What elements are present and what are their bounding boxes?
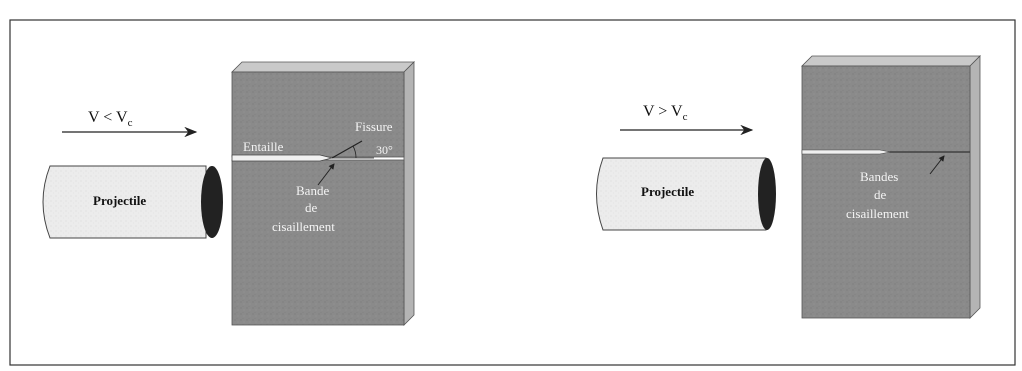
left-band-arrow (317, 163, 335, 186)
right-projectile-end (758, 158, 776, 230)
left-notch (231, 154, 333, 162)
left-crack (331, 140, 363, 159)
left-notch-label: Entaille (243, 139, 284, 154)
left-band-label-2: de (305, 200, 318, 215)
right-notch (801, 149, 891, 155)
left-band-label-1: Bande (296, 183, 329, 198)
left-plate-front-lower (231, 159, 405, 326)
right-projectile: Projectile (596, 157, 776, 231)
right-plate-front-upper (801, 65, 971, 153)
left-plate-front-upper (231, 71, 405, 158)
left-plate-side (403, 61, 415, 326)
left-crack-label: Fissure (355, 119, 393, 134)
left-panel: V < Vc Projectile Entaille Fissure 30° B… (42, 61, 415, 326)
right-bands-label-2: de (874, 187, 887, 202)
left-velocity-label: V < Vc (88, 109, 133, 129)
left-angle-arc (352, 145, 357, 159)
left-projectile-end (201, 166, 223, 238)
right-bands-arrow (929, 155, 945, 175)
left-projectile: Projectile (42, 165, 223, 239)
right-bands-label-3: cisaillement (846, 206, 909, 221)
right-bands-label-1: Bandes (860, 169, 898, 184)
left-projectile-label: Projectile (93, 193, 146, 208)
figure-frame (9, 19, 1016, 366)
right-velocity-label: V > Vc (643, 103, 688, 123)
left-band-label-3: cisaillement (272, 219, 335, 234)
left-angle-label: 30° (376, 143, 393, 157)
right-projectile-label: Projectile (641, 184, 694, 199)
right-panel: V > Vc Projectile Bandes de cisaillement (596, 55, 981, 319)
left-plate-top (231, 61, 415, 73)
right-plate-side (969, 55, 981, 319)
right-plate-front-lower (801, 151, 971, 319)
right-plate-top (801, 55, 981, 67)
